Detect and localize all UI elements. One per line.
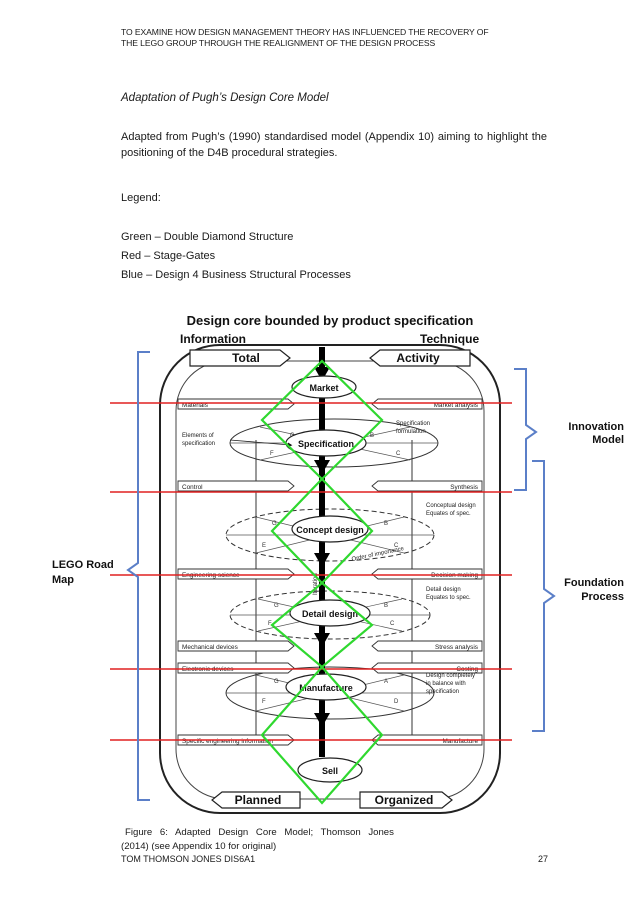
inner-boundary: [175, 360, 485, 800]
intro-paragraph: Adapted from Pugh’s (1990) standardised …: [121, 131, 547, 159]
legend-list: Green – Double Diamond Structure Red – S…: [121, 228, 351, 285]
total-arrow: [189, 349, 291, 367]
svg-text:C: C: [396, 451, 401, 457]
svg-text:F: F: [262, 699, 266, 705]
svg-text:D: D: [394, 699, 399, 705]
header-line-2: THE LEGO GROUP THROUGH THE REALIGNMENT O…: [121, 38, 436, 48]
legend-item-red: Red – Stage-Gates: [121, 250, 216, 262]
svg-text:in balance with: in balance with: [426, 681, 466, 687]
svg-text:B: B: [384, 521, 388, 527]
stage-manufacture: Manufacture: [299, 683, 353, 693]
note-conceptual: Conceptual design: [426, 503, 476, 509]
legend-item-blue: Blue – Design 4 Business Structural Proc…: [121, 269, 351, 281]
note-balance: Design completely: [426, 673, 475, 679]
foundation-process-label-1: Foundation: [564, 577, 624, 589]
label-information: Information: [180, 332, 246, 346]
svg-text:B: B: [370, 433, 374, 439]
note-spec-formulation: Specification: [396, 421, 430, 427]
right-label-synthesis: Synthesis: [450, 484, 478, 491]
svg-text:specification: specification: [182, 441, 215, 447]
stage-market: Market: [309, 383, 338, 393]
legend-item-green: Green – Double Diamond Structure: [121, 231, 294, 243]
stage-concept-design: Concept design: [296, 525, 364, 535]
innovation-model-label-1: Innovation: [568, 421, 624, 433]
diagram-title: Design core bounded by product specifica…: [187, 313, 474, 328]
foundation-process-brace: [532, 460, 556, 732]
stage-sell: Sell: [322, 766, 338, 776]
svg-text:Equates to spec.: Equates to spec.: [426, 595, 471, 601]
stage-detail-design: Detail design: [302, 609, 358, 619]
note-detail: Detail design: [426, 587, 461, 593]
caption-line-2: (2014) (see Appendix 10 for original): [121, 841, 277, 852]
planned-arrow: [211, 791, 301, 809]
svg-text:specification: specification: [426, 689, 459, 695]
label-organized: Organized: [375, 793, 434, 807]
left-label-materials: Materials: [182, 402, 208, 409]
note-iteration: Iteration: [313, 573, 319, 595]
left-label-mechanical-devices: Mechanical devices: [182, 644, 238, 651]
label-activity: Activity: [396, 351, 440, 365]
innovation-model-label-2: Model: [592, 434, 624, 446]
svg-text:C: C: [394, 543, 399, 549]
outer-boundary: [159, 344, 501, 814]
svg-text:F: F: [270, 451, 274, 457]
right-label-manufacture: Manufacture: [442, 738, 478, 745]
footer-author: TOM THOMSON JONES DIS6A1: [121, 854, 256, 864]
diamond-4: [260, 665, 384, 805]
stage-specification: Specification: [298, 439, 354, 449]
svg-text:E: E: [262, 543, 266, 549]
lego-road-map-label-1: LEGO Road: [52, 559, 114, 571]
foundation-process-label-2: Process: [581, 591, 624, 603]
svg-text:C: C: [390, 621, 395, 627]
label-technique: Technique: [420, 332, 479, 346]
label-total: Total: [232, 351, 260, 365]
svg-text:formulation: formulation: [396, 429, 426, 435]
header-line-1: TO EXAMINE HOW DESIGN MANAGEMENT THEORY …: [121, 27, 489, 37]
lego-road-map-brace: [126, 351, 150, 801]
organized-arrow: [359, 791, 453, 809]
page-number: 27: [538, 854, 549, 864]
svg-text:G: G: [274, 679, 279, 685]
svg-text:Equates of spec.: Equates of spec.: [426, 511, 471, 517]
svg-text:A: A: [384, 679, 388, 685]
activity-arrow: [369, 349, 471, 367]
svg-text:B: B: [384, 603, 388, 609]
label-planned: Planned: [235, 793, 282, 807]
svg-text:F: F: [268, 621, 272, 627]
lego-road-map-label-2: Map: [52, 574, 74, 586]
design-core-diagram: Design core bounded by product specifica…: [52, 313, 624, 814]
caption-line-1: Figure 6: Adapted Design Core Model; Tho…: [125, 827, 394, 838]
left-label-control: Control: [182, 484, 203, 491]
svg-text:G: G: [272, 521, 277, 527]
section-subtitle: Adaptation of Pugh’s Design Core Model: [121, 92, 329, 104]
svg-text:G: G: [274, 603, 279, 609]
note-elements: Elements of: [182, 433, 214, 439]
innovation-model-brace: [514, 368, 538, 491]
right-label-market-analysis: Market analysis: [434, 402, 478, 409]
running-header: TO EXAMINE HOW DESIGN MANAGEMENT THEORY …: [121, 27, 561, 49]
figure-caption: Figure 6: Adapted Design Core Model; Tho…: [121, 826, 394, 854]
right-label-stress-analysis: Stress analysis: [435, 644, 478, 651]
left-label-specific-engineering: Specific engineering information: [182, 738, 273, 745]
legend-title: Legend:: [121, 192, 161, 204]
